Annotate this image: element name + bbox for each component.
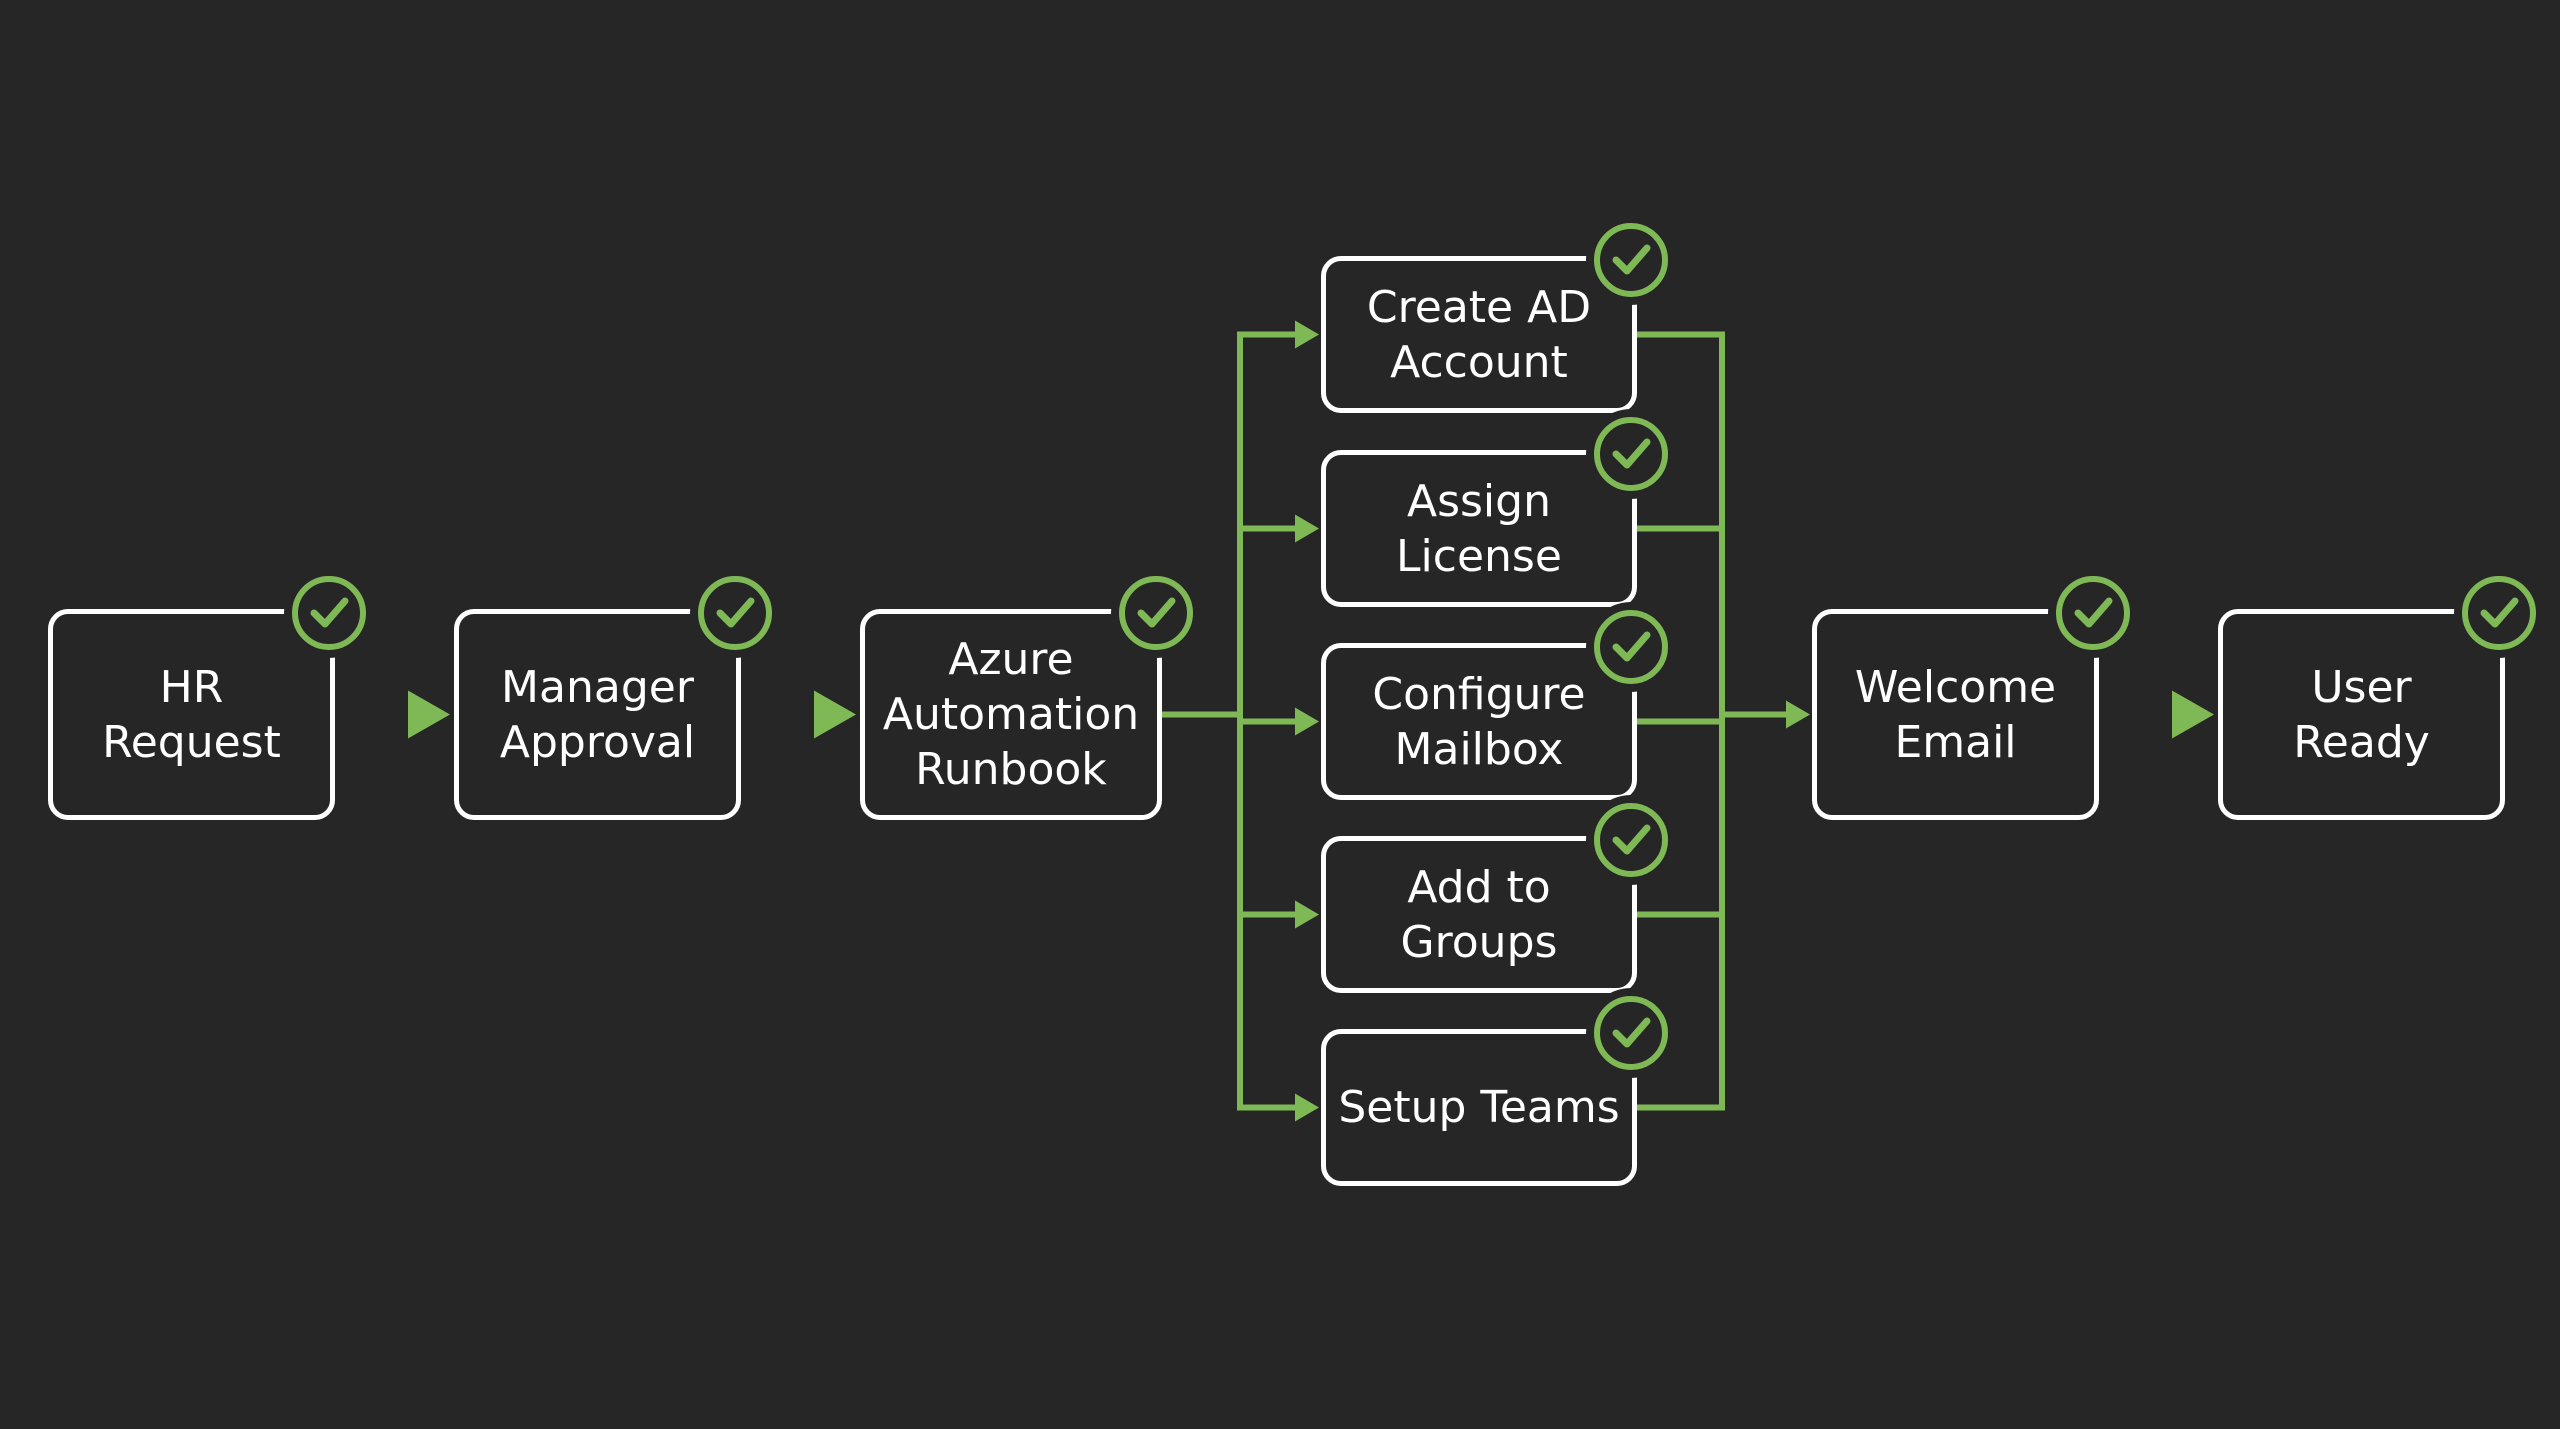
check-circle-icon <box>1594 610 1668 684</box>
node-configure-mailbox-label: Configure Mailbox <box>1372 668 1586 775</box>
arrowhead <box>2172 690 2214 739</box>
check-circle-icon <box>1594 803 1668 877</box>
check-circle-icon <box>1594 223 1668 297</box>
node-setup-teams: Setup Teams <box>1321 1029 1637 1186</box>
check-circle-icon <box>2056 576 2130 650</box>
node-assign-license-label: Assign License <box>1396 475 1562 582</box>
node-assign-license: Assign License <box>1321 450 1637 607</box>
arrowhead <box>1295 707 1319 736</box>
node-manager-approval-label: Manager Approval <box>499 661 696 768</box>
node-create-ad-account-label: Create AD Account <box>1366 281 1592 388</box>
node-azure-automation-runbook: Azure Automation Runbook <box>860 609 1162 820</box>
node-add-to-groups: Add to Groups <box>1321 836 1637 993</box>
check-circle-icon <box>1594 996 1668 1070</box>
check-circle-icon <box>698 576 772 650</box>
connector-manager-approval-to-azure-runbook <box>746 690 856 739</box>
arrowhead <box>1295 900 1319 929</box>
arrowhead <box>1295 514 1319 543</box>
node-welcome-email-label: Welcome Email <box>1854 661 2057 768</box>
node-setup-teams-label: Setup Teams <box>1338 1082 1620 1133</box>
node-add-to-groups-label: Add to Groups <box>1400 861 1558 968</box>
node-manager-approval: Manager Approval <box>454 609 741 820</box>
check-circle-icon <box>2462 576 2536 650</box>
node-hr-request-label: HR Request <box>102 661 281 768</box>
node-configure-mailbox: Configure Mailbox <box>1321 643 1637 800</box>
arrowhead <box>1786 700 1810 729</box>
connector-welcome-email-to-user-ready <box>2104 690 2214 739</box>
connector-assign-license-to-welcome-email <box>1637 525 1725 715</box>
node-welcome-email: Welcome Email <box>1812 609 2099 820</box>
check-circle-icon <box>1594 417 1668 491</box>
connector-hr-request-to-manager-approval <box>340 690 450 739</box>
arrowhead <box>1295 320 1319 349</box>
arrowhead <box>1295 1093 1319 1122</box>
node-create-ad-account: Create AD Account <box>1321 256 1637 413</box>
node-hr-request: HR Request <box>48 609 335 820</box>
connector-azure-runbook-to-setup-teams <box>1162 711 1319 1122</box>
check-circle-icon <box>292 576 366 650</box>
node-azure-automation-runbook-label: Azure Automation Runbook <box>882 634 1140 795</box>
node-user-ready: User Ready <box>2218 609 2505 820</box>
arrowhead <box>814 690 856 739</box>
connector-setup-teams-to-welcome-email <box>1637 714 1725 1111</box>
arrowhead <box>408 690 450 739</box>
node-user-ready-label: User Ready <box>2293 661 2430 768</box>
check-circle-icon <box>1119 576 1193 650</box>
